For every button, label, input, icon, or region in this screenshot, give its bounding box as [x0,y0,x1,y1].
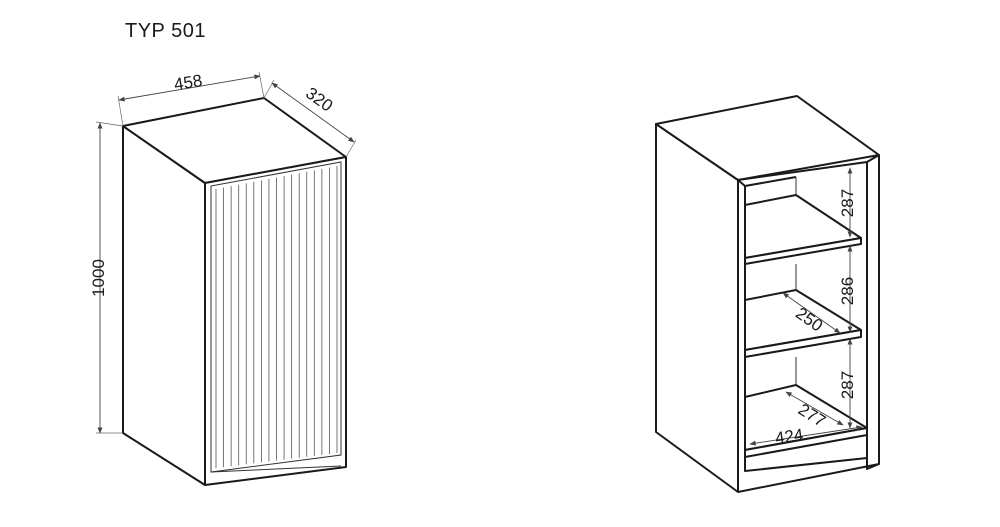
compartment-middle-dimension: 286 [838,245,857,333]
compartment-middle-label: 286 [838,277,857,305]
cabinet-door [210,161,342,473]
compartment-top-label: 287 [838,189,857,217]
width-dimension: 458 [117,71,265,127]
inner-width-dimension: 424 [749,425,863,448]
open-cabinet-side-panel [655,123,739,493]
height-label: 1000 [89,259,108,297]
inner-width-label: 424 [774,425,805,448]
height-dimension: 1000 [89,121,124,434]
diagram-title: TYP 501 [125,20,206,42]
compartment-top-dimension: 287 [838,167,857,238]
cabinet-front-panel [204,156,347,486]
closed-cabinet-view: 458 320 1000 [89,71,357,486]
door-fluting [215,166,338,468]
shelf-top [744,194,862,265]
depth-label: 320 [302,84,336,116]
open-cabinet-right-panel [866,154,880,470]
cabinet-plinth [210,465,342,473]
compartment-bottom-label: 287 [838,371,857,399]
cabinet-side-panel [122,125,206,486]
open-cabinet-view: 287 286 287 250 277 424 [655,95,880,493]
width-label: 458 [173,71,204,94]
